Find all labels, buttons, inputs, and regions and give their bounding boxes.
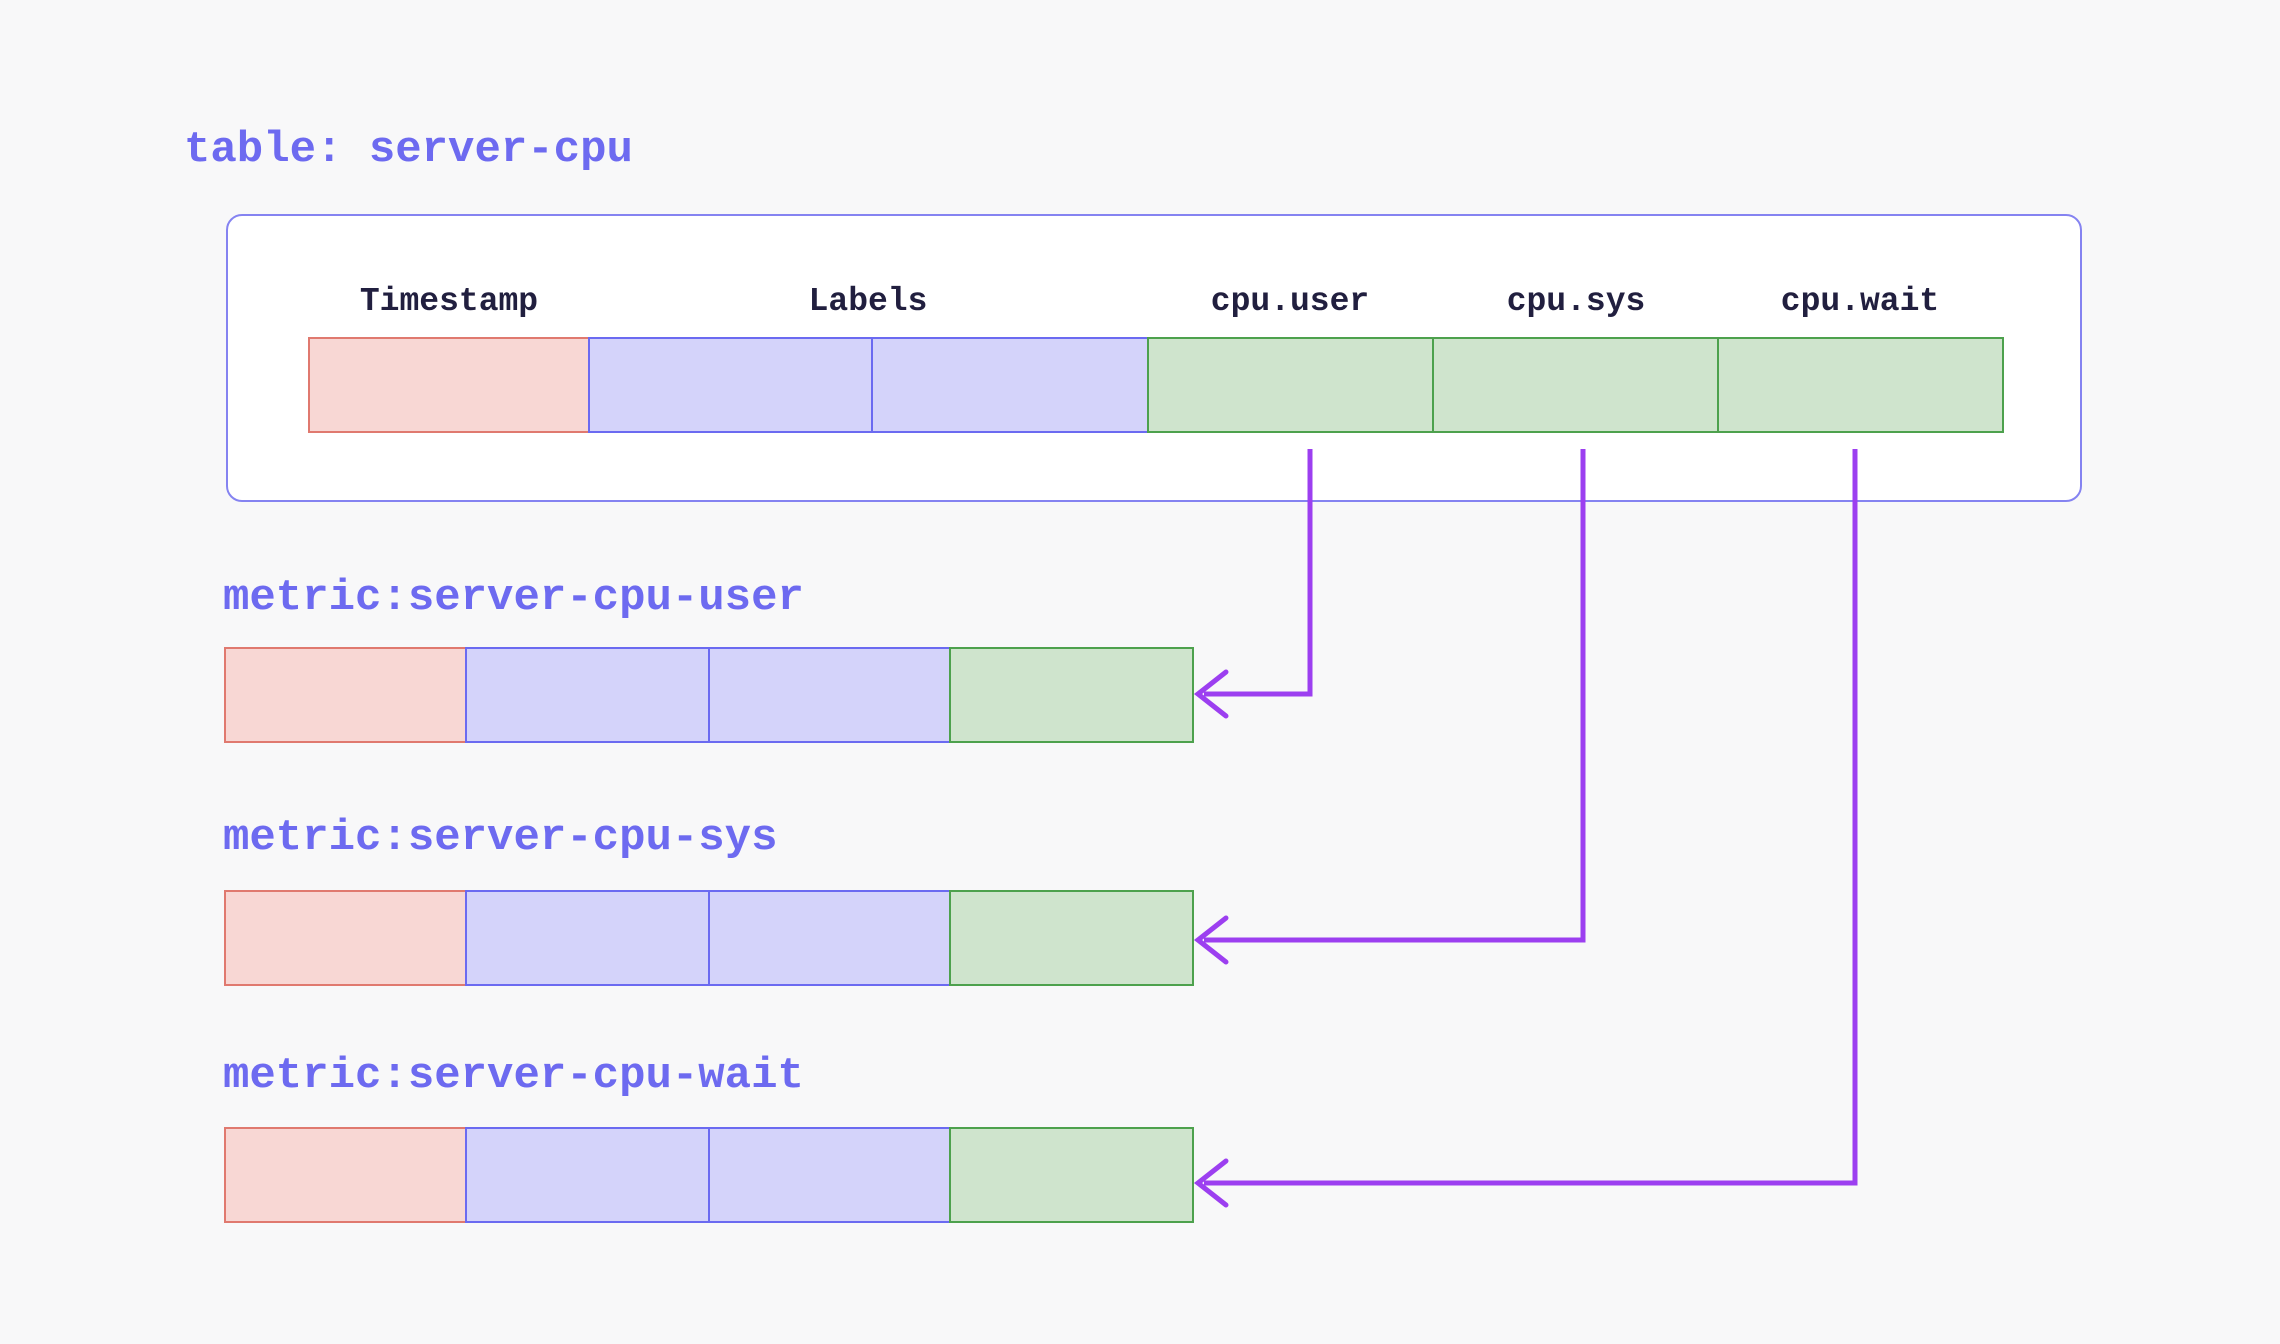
metric-cell-label-2 (708, 890, 951, 986)
metric-cell-value (949, 890, 1194, 986)
metric-row-cpu-user (224, 647, 1194, 743)
table-cell-cpu-sys (1432, 337, 1719, 433)
metric-cell-label-1 (465, 1127, 710, 1223)
metric-cell-label-1 (465, 647, 710, 743)
metric-cell-value (949, 1127, 1194, 1223)
metric-cell-timestamp (224, 890, 467, 986)
metric-cell-label-1 (465, 890, 710, 986)
table-row (308, 337, 2004, 433)
metric-row-cpu-wait (224, 1127, 1194, 1223)
arrow-cpu-wait-to-metric (1193, 449, 1858, 1208)
table-cell-cpu-wait (1717, 337, 2004, 433)
table-cell-timestamp (308, 337, 590, 433)
column-header-cpu-user: cpu.user (1210, 283, 1370, 320)
metric-cell-timestamp (224, 1127, 467, 1223)
column-header-timestamp: Timestamp (359, 283, 539, 320)
table-title: table: server-cpu (184, 125, 633, 175)
column-header-cpu-sys: cpu.sys (1506, 283, 1646, 320)
arrow-cpu-sys-to-metric (1193, 449, 1586, 965)
column-header-labels: Labels (808, 283, 928, 320)
column-header-cpu-wait: cpu.wait (1780, 283, 1940, 320)
metric-cell-timestamp (224, 647, 467, 743)
metric-row-cpu-sys (224, 890, 1194, 986)
metric-title-cpu-user: metric:server-cpu-user (223, 573, 804, 623)
metric-cell-value (949, 647, 1194, 743)
table-cell-cpu-user (1147, 337, 1434, 433)
metric-title-cpu-sys: metric:server-cpu-sys (223, 813, 778, 863)
metric-title-cpu-wait: metric:server-cpu-wait (223, 1051, 804, 1101)
metric-cell-label-2 (708, 1127, 951, 1223)
metric-cell-label-2 (708, 647, 951, 743)
table-cell-label-1 (588, 337, 873, 433)
table-cell-label-2 (871, 337, 1149, 433)
